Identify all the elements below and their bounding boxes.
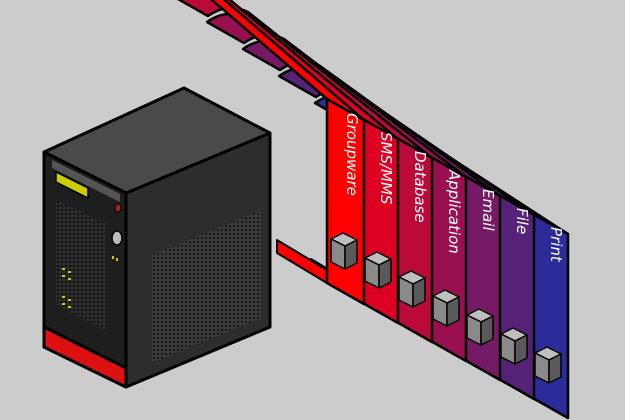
- service-label: Database: [411, 151, 429, 223]
- service-label: File: [513, 208, 531, 234]
- server-front-bezel: [52, 160, 120, 202]
- module-cube-icon: [534, 346, 562, 384]
- module-cube-icon: [330, 232, 358, 270]
- service-panel-fold: [276, 239, 328, 284]
- module-cube-icon: [466, 308, 494, 346]
- drive-bay: [55, 170, 89, 200]
- module-cube-icon: [364, 251, 392, 289]
- service-panel-ribbon: [210, 0, 366, 122]
- service-label: Email: [479, 189, 497, 231]
- server-front-vent: [56, 200, 106, 330]
- status-leds: [62, 256, 118, 308]
- service-label: Print: [547, 227, 565, 263]
- indicator-led: [114, 203, 122, 213]
- server-base: [42, 325, 128, 389]
- module-cube-icon: [432, 289, 460, 327]
- server-icon: [42, 86, 272, 389]
- module-cube-icon: [398, 270, 426, 308]
- server-side-vent: [152, 210, 262, 363]
- service-label: Groupware: [343, 113, 361, 196]
- service-label: SMS/MMS: [377, 132, 395, 205]
- service-panels: Print File Email Application Database SMS/MMS…: [177, 0, 570, 420]
- service-label: Application: [445, 169, 463, 254]
- power-button: [111, 230, 123, 246]
- module-cube-icon: [500, 327, 528, 365]
